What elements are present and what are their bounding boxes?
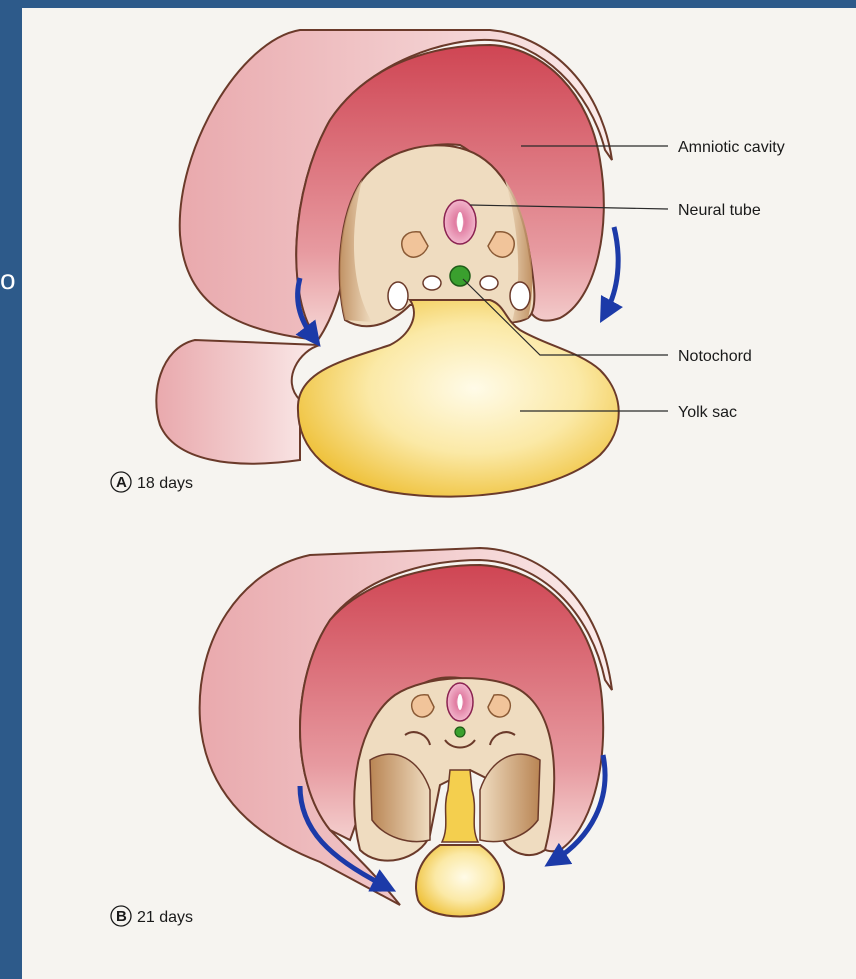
- notochord-b: [455, 727, 465, 737]
- panel-a-letter: A: [116, 474, 127, 491]
- panel-a-diagram: [156, 30, 618, 497]
- label-yolk-sac: Yolk sac: [678, 404, 737, 421]
- label-neural-tube: Neural tube: [678, 202, 761, 219]
- panel-b-diagram: [200, 548, 612, 917]
- label-amniotic-cavity: Amniotic cavity: [678, 139, 785, 156]
- yolk-sac-b: [416, 845, 504, 917]
- panel-b-letter: B: [116, 908, 127, 925]
- label-notochord: Notochord: [678, 348, 752, 365]
- panel-a-caption: 18 days: [137, 475, 193, 492]
- yolk-sac-a: [298, 300, 619, 497]
- panel-b-caption: 21 days: [137, 909, 193, 926]
